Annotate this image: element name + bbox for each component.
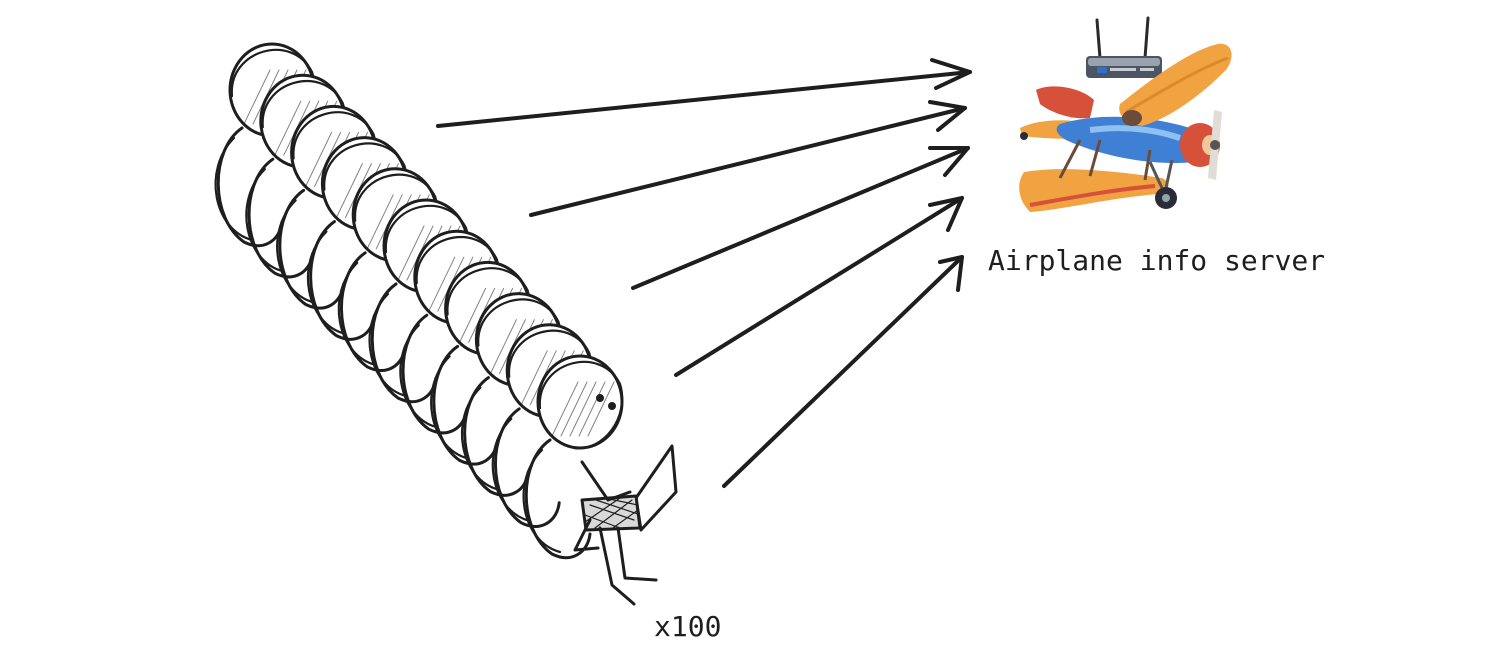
user-crowd — [214, 42, 624, 560]
request-arrow — [722, 255, 964, 488]
person-figure-icon — [522, 354, 624, 560]
request-arrow — [631, 146, 970, 290]
client-count-label: x100 — [654, 610, 721, 643]
request-arrows — [436, 58, 972, 488]
server-label: Airplane info server — [988, 244, 1325, 277]
request-arrow — [529, 100, 967, 217]
request-arrow — [436, 58, 972, 128]
biplane-icon — [1019, 43, 1232, 212]
person-at-laptop-icon — [573, 444, 678, 606]
wifi-router-icon — [1086, 16, 1162, 78]
request-arrow — [674, 196, 964, 377]
